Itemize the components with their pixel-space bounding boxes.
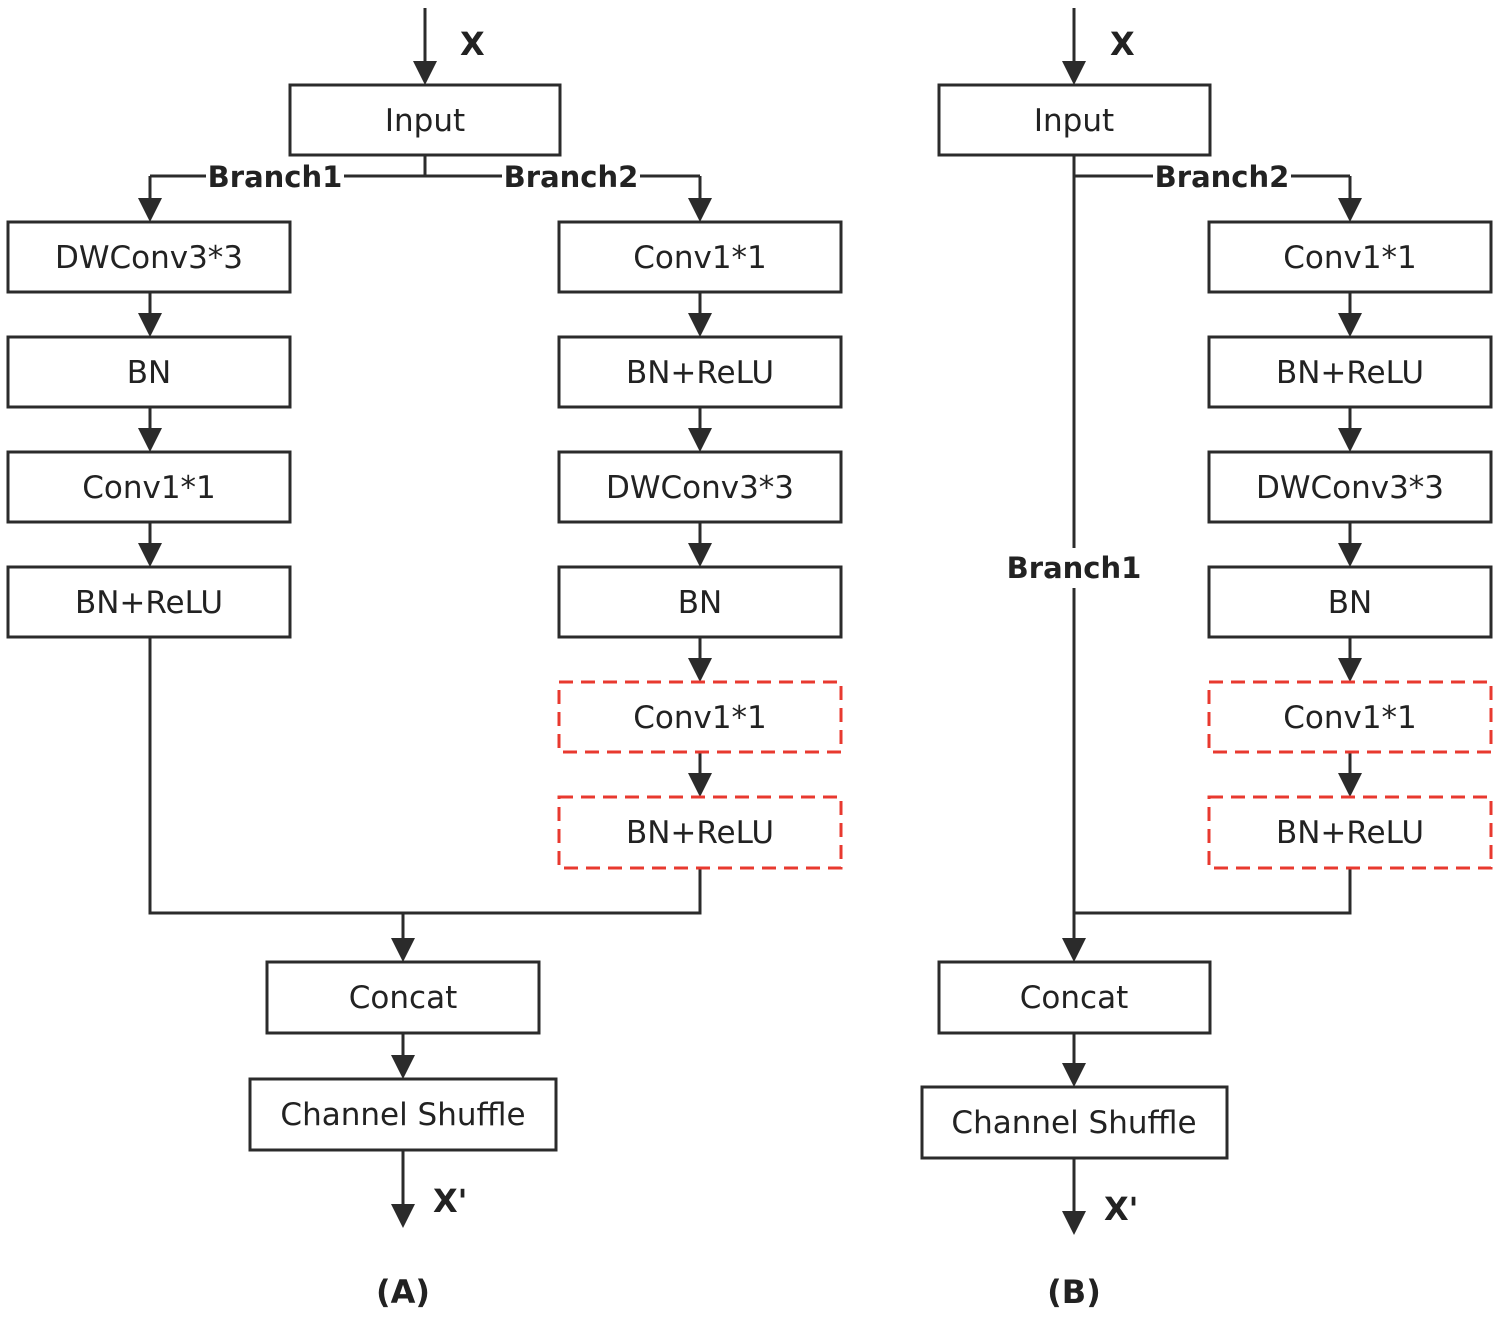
box-label: Conv1*1 — [1283, 700, 1417, 736]
box-label: BN — [127, 355, 171, 391]
box-label: Conv1*1 — [633, 240, 767, 276]
input-variable-label: X — [1110, 25, 1135, 63]
box-label: DWConv3*3 — [606, 470, 794, 506]
branch2-conv-box: Conv1*1 — [557, 220, 843, 294]
branch2-stack: Conv1*1 BN+ReLU DWConv3*3 BN Conv1*1 BN+… — [557, 220, 843, 870]
branch2-dashed-bn-relu-box: BN+ReLU — [557, 795, 843, 870]
output-variable-label: X' — [1104, 1190, 1138, 1228]
panel-a-caption: (A) — [376, 1273, 430, 1311]
branch1-label: Branch1 — [208, 160, 343, 194]
branch1-dwconv-box: DWConv3*3 — [6, 220, 292, 294]
merge-line — [148, 637, 702, 915]
panel-b-caption: (B) — [1047, 1273, 1101, 1311]
branch2-stack: Conv1*1 BN+ReLU DWConv3*3 BN Conv1*1 BN+… — [1207, 220, 1493, 870]
branch1-conv-box: Conv1*1 — [6, 450, 292, 524]
box-label: DWConv3*3 — [55, 240, 243, 276]
box-label: Conv1*1 — [633, 700, 767, 736]
box-label: BN+ReLU — [1276, 355, 1424, 391]
input-box-label: Input — [1034, 103, 1114, 139]
branch2-label: Branch2 — [504, 160, 639, 194]
branch2-bn-box: BN — [557, 565, 843, 639]
box-label: Concat — [1020, 980, 1128, 1016]
output-variable-label: X' — [433, 1182, 467, 1220]
merge-line — [1074, 868, 1352, 915]
branch2-conv-box: Conv1*1 — [1207, 220, 1493, 294]
branch1-bn-relu-box: BN+ReLU — [6, 565, 292, 639]
branch2-dwconv-box: DWConv3*3 — [1207, 450, 1493, 524]
label-bg — [502, 158, 640, 194]
box-label: BN — [678, 585, 722, 621]
box-label: DWConv3*3 — [1256, 470, 1444, 506]
box-label: Conv1*1 — [1283, 240, 1417, 276]
box-label: Conv1*1 — [82, 470, 216, 506]
channel-shuffle-box: Channel Shuffle — [248, 1077, 558, 1152]
box-label: BN+ReLU — [75, 585, 223, 621]
concat-box: Concat — [937, 960, 1212, 1035]
branch2-dashed-bn-relu-box: BN+ReLU — [1207, 795, 1493, 870]
branch1-bn-box: BN — [6, 335, 292, 409]
box-label: BN+ReLU — [1276, 815, 1424, 851]
branch2-bn-relu-box: BN+ReLU — [1207, 335, 1493, 409]
label-bg — [206, 158, 344, 194]
branch2-dashed-conv-box: Conv1*1 — [557, 680, 843, 754]
input-variable-label: X — [460, 25, 485, 63]
branch2-bn-box: BN — [1207, 565, 1493, 639]
concat-box: Concat — [265, 960, 541, 1035]
input-box: Input — [937, 83, 1212, 157]
box-label: BN+ReLU — [626, 815, 774, 851]
channel-shuffle-box: Channel Shuffle — [920, 1085, 1229, 1160]
label-bg — [1153, 158, 1291, 194]
branch2-bn-relu-box: BN+ReLU — [557, 335, 843, 409]
panel-a: Branch1 Branch2 X X' Input DWConv3*3 BN … — [6, 8, 843, 1311]
box-label: BN — [1328, 585, 1372, 621]
panel-b: Branch2 Branch1 X X' Input Conv1*1 BN+Re… — [920, 8, 1493, 1311]
branch2-dwconv-box: DWConv3*3 — [557, 450, 843, 524]
box-label: Channel Shuffle — [951, 1105, 1196, 1141]
branch1-stack: DWConv3*3 BN Conv1*1 BN+ReLU — [6, 220, 292, 639]
branch2-label: Branch2 — [1155, 160, 1290, 194]
box-label: BN+ReLU — [626, 355, 774, 391]
branch2-dashed-conv-box: Conv1*1 — [1207, 680, 1493, 754]
input-box-label: Input — [385, 103, 465, 139]
branch1-label: Branch1 — [1007, 551, 1142, 585]
input-box: Input — [288, 83, 562, 157]
box-label: Concat — [349, 980, 457, 1016]
label-bg — [1005, 548, 1143, 588]
box-label: Channel Shuffle — [280, 1097, 525, 1133]
